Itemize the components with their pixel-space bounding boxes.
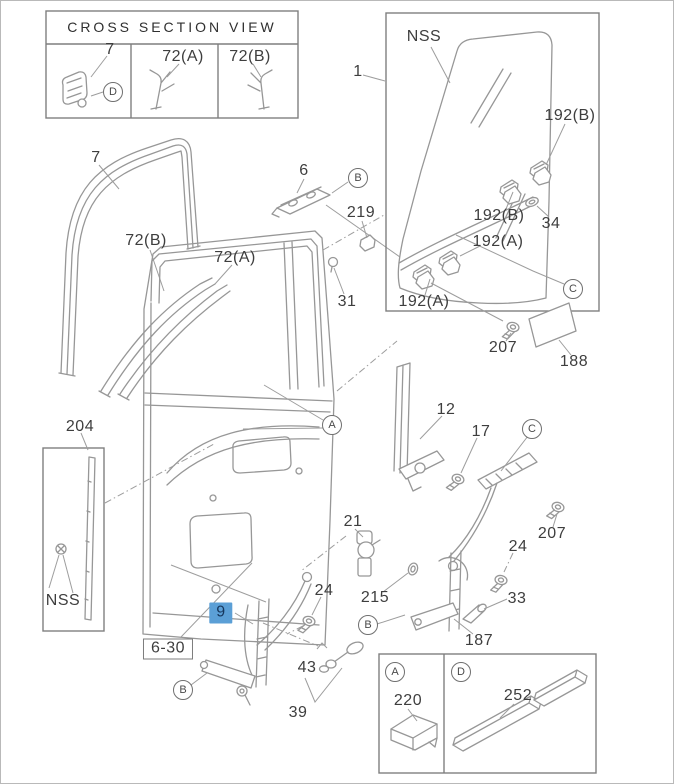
guide-rail-12 [336,340,478,494]
part-label-p192b-1: 192(B) [544,107,596,124]
part-label-p24-1: 24 [508,538,528,555]
part-label-nss-strip: NSS [45,592,81,609]
part-label-p31: 31 [337,293,357,310]
callout-b-arm: B [173,680,193,700]
callout-c-upper: C [563,279,583,299]
part-label-p220: 220 [393,692,423,709]
regulator-187 [376,435,566,635]
part-label-p6: 6 [299,162,309,179]
fastener-inset-box [378,653,597,774]
part-label-p39: 39 [288,704,308,721]
handle-43 [262,622,364,703]
part-label-run-72a: 72(A) [214,249,256,266]
part-label-nss-glass: NSS [406,28,442,45]
part-label-cs-72a: 72(A) [162,48,204,65]
callout-b-bracket: B [348,168,368,188]
part-label-p215: 215 [360,589,390,606]
part-label-p17: 17 [471,423,491,440]
part-label-glass-1: 1 [353,63,363,80]
part-label-p12: 12 [436,401,456,418]
callout-a-door: A [322,415,342,435]
cross-section-box [45,10,299,119]
callout-d-inset: D [451,662,471,682]
callout-a-inset: A [385,662,405,682]
part-label-p43: 43 [297,659,317,676]
part-label-p24-2: 24 [314,582,334,599]
callout-c-right: C [522,419,542,439]
part-label-p6-30: 6-30 [142,638,194,660]
door-glass [322,12,600,356]
part-label-p34: 34 [541,215,561,232]
part-label-p252: 252 [503,687,533,704]
run-channels-72 [98,249,233,401]
callout-b-reg: B [358,615,378,635]
part-label-p204: 204 [65,418,95,435]
part-label-p33: 33 [507,590,527,607]
regulator-9 [170,564,322,706]
part-label-p192a-1: 192(A) [472,233,524,250]
weatherstrip-7 [58,137,201,377]
door-panel [142,230,335,646]
callout-d-cross: D [103,82,123,102]
part-label-p187: 187 [464,632,494,649]
part-label-p207-1: 207 [488,339,518,356]
lock-21 [300,528,419,593]
ref-6-30-leader [180,562,253,638]
part-label-p207-2: 207 [537,525,567,542]
sash-strip-204 [42,432,215,632]
cross-section-title: CROSS SECTION VIEW [67,19,277,35]
part-label-p192b-2: 192(B) [473,207,525,224]
part-label-p9[interactable]: 9 [209,602,233,624]
part-label-cs-72b: 72(B) [229,48,271,65]
part-label-p192a-2: 192(A) [398,293,450,310]
part-label-p219: 219 [346,204,376,221]
part-label-run-72b: 72(B) [125,232,167,249]
part-label-seal-7: 7 [91,149,101,166]
part-label-p188: 188 [559,353,589,370]
part-label-cs-7: 7 [105,41,115,58]
part-label-p21: 21 [343,513,363,530]
